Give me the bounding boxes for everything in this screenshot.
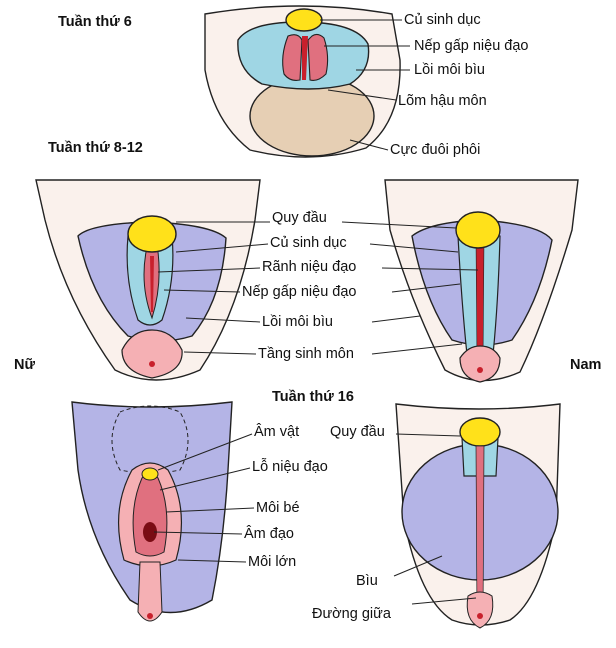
label-w6-tail: Cực đuôi phôi bbox=[390, 143, 480, 158]
label-w6-genital-tubercle: Củ sinh dục bbox=[404, 13, 481, 28]
w812m-glans bbox=[456, 212, 500, 248]
label-w812-labioscrotal: Lồi môi bìu bbox=[262, 315, 333, 330]
w16m-anus bbox=[477, 613, 483, 619]
label-w812-perineum: Tầng sinh môn bbox=[258, 347, 354, 362]
stage-heading-week8-12: Tuần thứ 8-12 bbox=[48, 141, 143, 156]
label-w16-vagina: Âm đạo bbox=[244, 527, 294, 542]
w812f-glans bbox=[128, 216, 176, 252]
w812m-anus bbox=[477, 367, 483, 373]
w16f-clitoris bbox=[142, 468, 158, 480]
week16-female bbox=[72, 402, 232, 621]
stage-heading-week16: Tuần thứ 16 bbox=[272, 390, 354, 405]
sex-label-female: Nữ bbox=[14, 358, 35, 373]
sex-label-male: Nam bbox=[570, 358, 601, 373]
week8-12-male bbox=[385, 180, 578, 382]
w16f-anus bbox=[147, 613, 153, 619]
w16f-perineum bbox=[138, 562, 162, 621]
week6-embryo bbox=[205, 6, 410, 157]
label-w16-scrotum: Bìu bbox=[356, 574, 378, 589]
label-w16-labia-minora: Môi bé bbox=[256, 501, 300, 516]
w16m-glans bbox=[460, 418, 500, 446]
label-w812-urethral-groove: Rãnh niệu đạo bbox=[262, 260, 356, 275]
label-w812-genital-tubercle: Củ sinh dục bbox=[270, 236, 347, 251]
label-w812-glans: Quy đầu bbox=[272, 211, 327, 226]
label-w16-urethral-opening: Lỗ niệu đạo bbox=[252, 460, 328, 475]
w812m-groove bbox=[476, 240, 484, 362]
label-w6-urethral-fold: Nếp gấp niệu đạo bbox=[414, 39, 529, 54]
label-w16-glans: Quy đầu bbox=[330, 425, 385, 440]
week6-genital-tubercle bbox=[286, 9, 322, 31]
label-w6-anal-pit: Lõm hậu môn bbox=[398, 94, 487, 109]
week8-12-female bbox=[36, 180, 260, 380]
label-w812-urethral-fold: Nếp gấp niệu đạo bbox=[242, 285, 357, 300]
w812f-anus bbox=[149, 361, 155, 367]
stage-heading-week6: Tuần thứ 6 bbox=[58, 15, 132, 30]
label-w6-labioscrotal: Lồi môi bìu bbox=[414, 63, 485, 78]
label-w16-labia-majora: Môi lớn bbox=[248, 555, 296, 570]
label-w16-raphe: Đường giữa bbox=[312, 607, 391, 622]
label-w16-clitoris: Âm vật bbox=[254, 425, 299, 440]
week16-male bbox=[396, 404, 560, 628]
